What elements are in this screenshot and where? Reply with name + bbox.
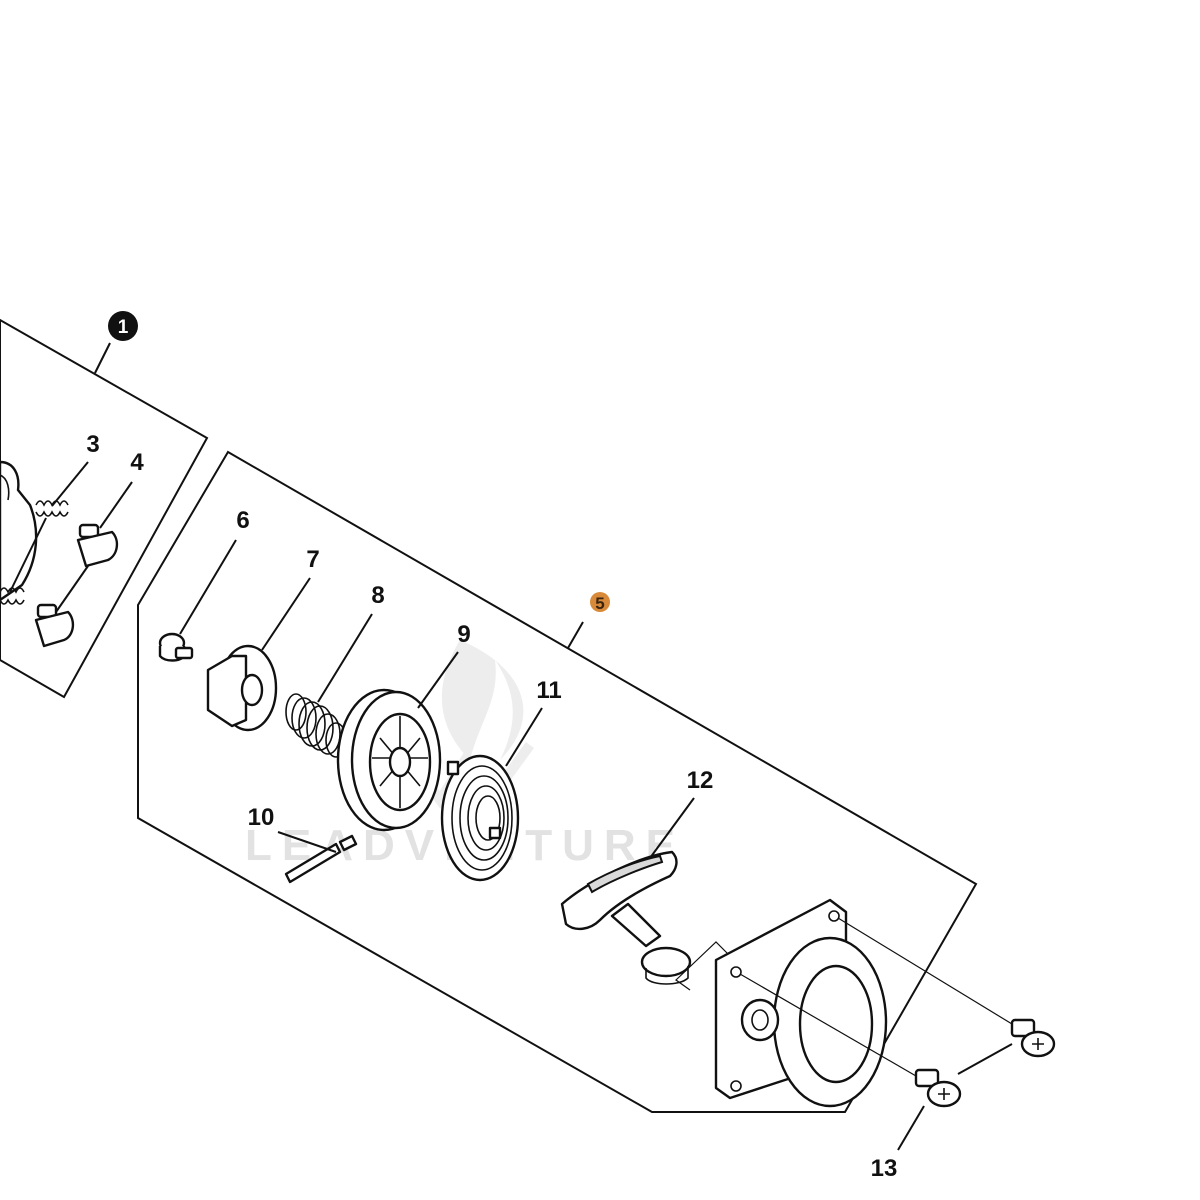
pin-part-10 (284, 834, 358, 884)
reel-part-9 (336, 688, 442, 832)
part-label-12: 12 (687, 767, 714, 794)
assembly-5-leader (567, 621, 584, 649)
part-10-leader (277, 831, 337, 853)
coil-spring-part-8 (285, 693, 347, 758)
svg-text:1: 1 (118, 317, 129, 338)
part-label-3: 3 (86, 431, 99, 458)
pawl-part-lower (34, 603, 75, 648)
part-9-leader (417, 651, 459, 709)
bolt-guide-lower (739, 973, 917, 1077)
assembly-1-frame (0, 318, 209, 699)
part-13-leader-upper (957, 1043, 1013, 1075)
part-3-leader (51, 461, 89, 507)
assembly-5-badge: 5 (590, 592, 610, 613)
starter-handle-part-12 (560, 850, 692, 985)
part-label-10: 10 (248, 804, 275, 831)
bolt-guide-upper (837, 917, 1013, 1025)
assembly-1-badge: 1 (108, 311, 138, 341)
pawl-part-upper (76, 523, 119, 568)
svg-text:5: 5 (595, 594, 604, 613)
part-4-leader-lower (55, 565, 89, 613)
recoil-spring-part-11 (440, 754, 520, 882)
part-label-11: 11 (536, 677, 561, 704)
pawl-spring-part-upper (35, 500, 69, 517)
part-label-8: 8 (371, 582, 384, 609)
part-label-9: 9 (457, 621, 470, 648)
part-12-leader (649, 797, 695, 859)
part-13-leader (897, 1105, 925, 1151)
part-11-leader (505, 707, 543, 767)
part-label-13: 13 (871, 1155, 898, 1182)
part-6-leader (179, 539, 237, 635)
bolt-part-13-upper (1010, 1018, 1056, 1058)
part-7-leader (261, 577, 311, 651)
starter-housing-part (714, 898, 888, 1108)
assembly-1-leader (94, 342, 111, 374)
pulley-hub-part-7 (206, 644, 278, 732)
part-3-leader-lower (9, 517, 47, 593)
part-label-4: 4 (130, 449, 144, 476)
part-4-leader (99, 481, 133, 529)
rope-guide-line (675, 941, 731, 991)
flywheel-housing-part (0, 460, 38, 602)
part-label-7: 7 (306, 546, 319, 573)
screw-part-6 (158, 632, 194, 662)
part-8-leader (317, 613, 373, 703)
bolt-part-13-lower (914, 1068, 962, 1108)
assembly-5-frame (137, 450, 978, 1113)
part-label-6: 6 (236, 507, 249, 534)
